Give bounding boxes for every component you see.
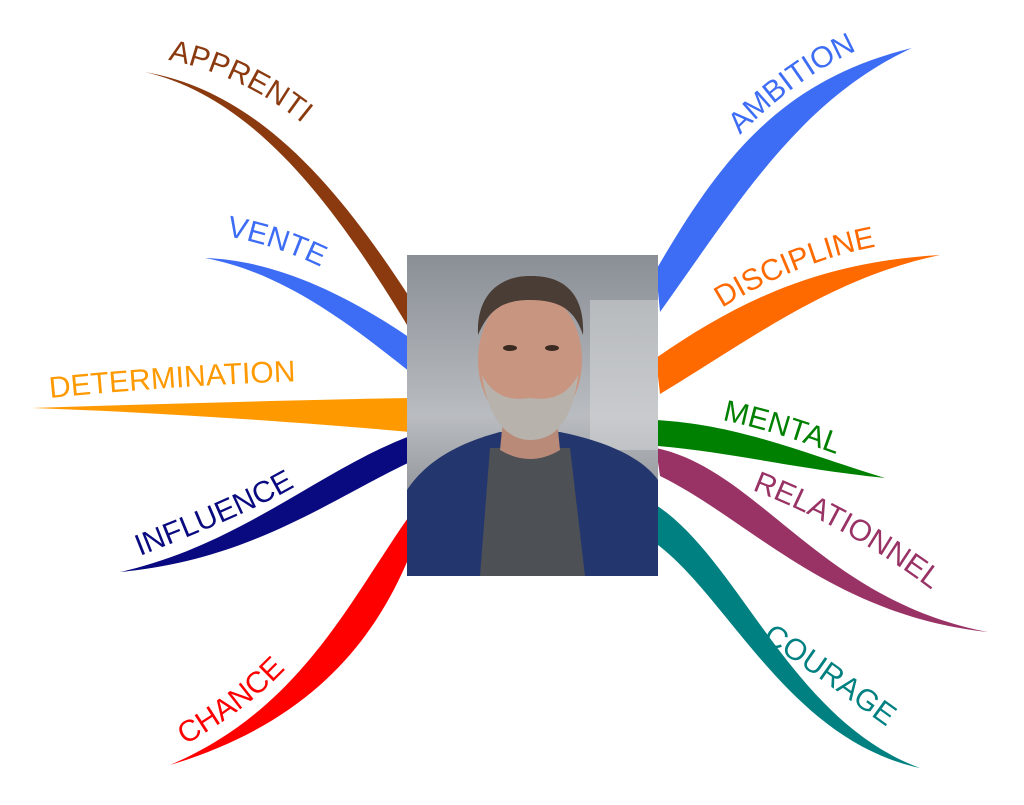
center-portrait	[407, 255, 658, 576]
branch-determination	[32, 398, 410, 432]
branch-courage	[656, 505, 920, 768]
branch-mental	[656, 420, 885, 478]
label-determination: DETERMINATION	[48, 355, 297, 405]
branch-influence	[120, 436, 410, 572]
branch-relationnel	[656, 448, 988, 632]
branch-discipline	[656, 255, 940, 394]
branch-vente	[205, 258, 410, 372]
label-determination-text: DETERMINATION	[48, 355, 297, 405]
